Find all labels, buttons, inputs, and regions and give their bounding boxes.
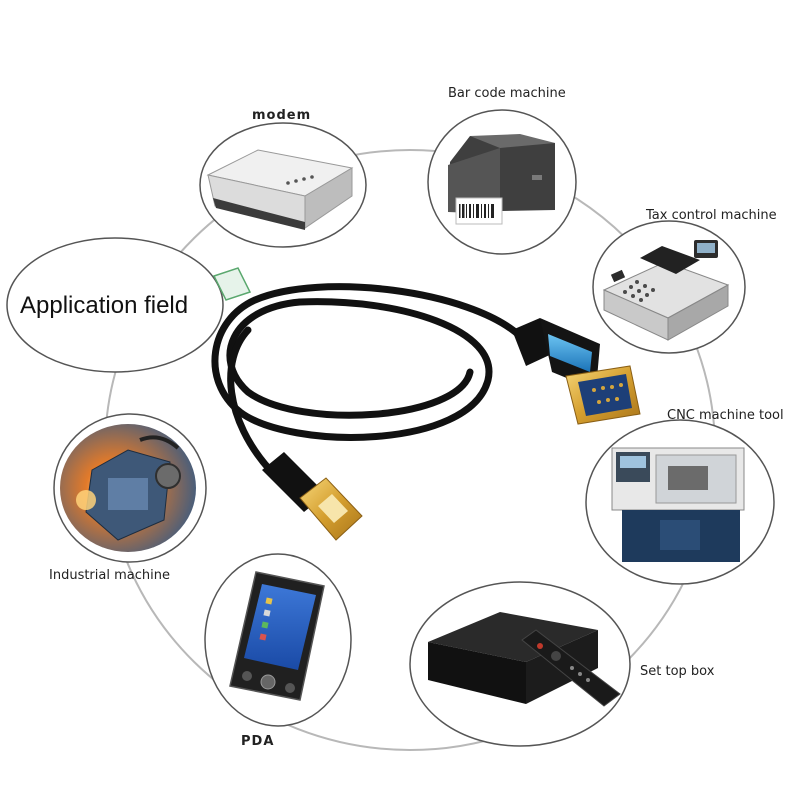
modem-label: modem xyxy=(252,108,312,123)
pda-label: PDA xyxy=(241,734,275,749)
barcode-printer-icon xyxy=(448,134,555,225)
db9-connector xyxy=(512,318,641,425)
application-field-title: Application field xyxy=(20,292,189,319)
cnc-machine-icon xyxy=(611,447,745,562)
pda-icon xyxy=(229,571,325,701)
usb-serial-cable xyxy=(211,267,641,541)
industrial-machine-icon xyxy=(60,424,196,552)
industrial-machine-label: Industrial machine xyxy=(49,568,170,583)
tax-control-machine-label: Tax control machine xyxy=(646,208,777,223)
modem-icon xyxy=(206,149,354,230)
cable-tag xyxy=(212,267,252,301)
cash-register-icon xyxy=(602,240,730,341)
cnc-machine-tool-label: CNC machine tool xyxy=(667,408,784,423)
set-top-box-icon xyxy=(428,612,621,707)
application-field-oval xyxy=(6,237,224,373)
usb-plug xyxy=(262,452,363,541)
barcode-machine-label: Bar code machine xyxy=(448,86,566,101)
set-top-box-label: Set top box xyxy=(640,664,715,679)
remote-control-icon xyxy=(521,629,621,707)
